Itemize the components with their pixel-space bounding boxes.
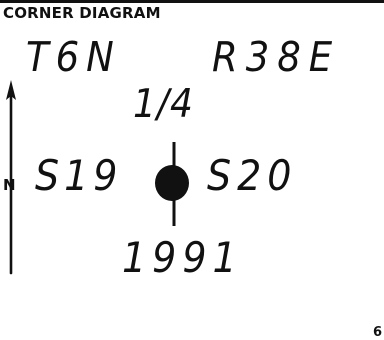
page-number: 6 [373, 325, 383, 340]
diagram-title: CORNER DIAGRAM [3, 4, 161, 22]
year-label: 1991 [122, 233, 243, 283]
section-right-label: S20 [207, 151, 298, 201]
north-arrow-icon [6, 80, 16, 275]
township-label: T6N [26, 33, 121, 81]
corner-fraction-label: 1/4 [133, 81, 194, 127]
top-border-rule [0, 0, 384, 3]
section-left-label: S19 [35, 151, 123, 201]
monument-dot-icon [155, 142, 189, 226]
north-label: N [3, 176, 16, 194]
range-label: R38E [212, 33, 341, 81]
